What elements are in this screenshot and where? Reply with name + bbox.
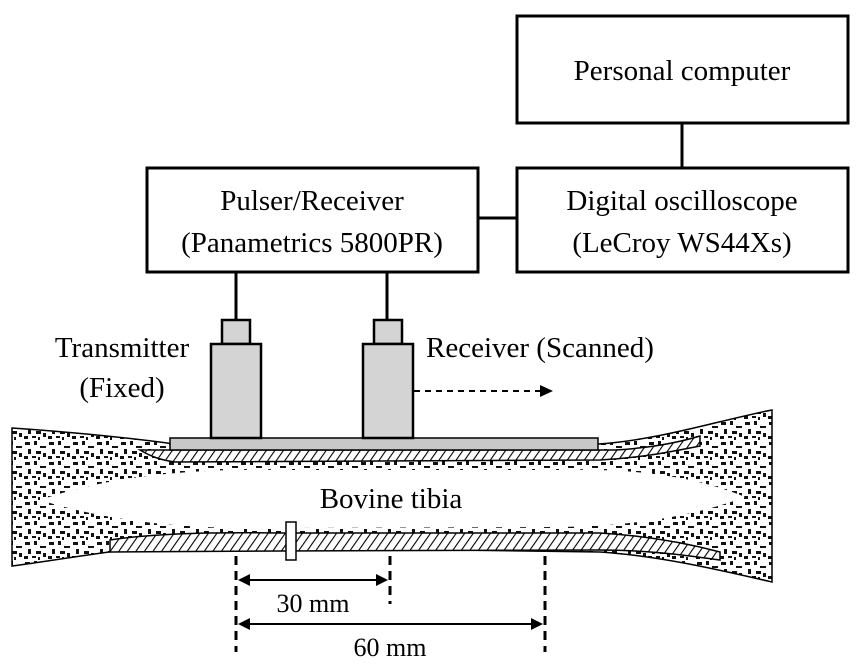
bovine-tibia-label: Bovine tibia (320, 483, 463, 515)
upper-cortical-bone (137, 434, 701, 463)
pulser-receiver-model: (Panametrics 5800PR) (181, 227, 443, 259)
60mm-label: 60 mm (354, 633, 427, 662)
oscilloscope-box: Digital oscilloscope (LeCroy WS44Xs) (515, 166, 850, 274)
60mm-dimension-arrow (238, 618, 543, 630)
pulser-receiver-label: Pulser/Receiver (220, 185, 404, 217)
30mm-dimension-arrow (238, 574, 388, 586)
transmitter-label: Transmitter (55, 332, 190, 364)
lower-cortical-bone (109, 532, 721, 561)
coupling-plate (169, 437, 599, 451)
cortical-notch (285, 521, 297, 561)
oscilloscope-label: Digital oscilloscope (566, 185, 797, 217)
dimension-markers: 30 mm 60 mm (234, 556, 547, 662)
bovine-tibia: Bovine tibia (11, 409, 773, 583)
scan-direction-arrow (414, 385, 553, 397)
receiver-transducer (361, 318, 415, 440)
personal-computer-box: Personal computer (515, 14, 850, 125)
oscilloscope-model: (LeCroy WS44Xs) (572, 227, 791, 259)
medullary-cavity (40, 469, 745, 529)
transmitter-fixed-label: (Fixed) (79, 372, 164, 404)
pulser-receiver-box: Pulser/Receiver (Panametrics 5800PR) (145, 166, 480, 274)
transmitter-transducer (209, 318, 263, 440)
30mm-label: 30 mm (277, 589, 350, 618)
personal-computer-label: Personal computer (574, 55, 791, 87)
receiver-label: Receiver (Scanned) (426, 332, 654, 364)
